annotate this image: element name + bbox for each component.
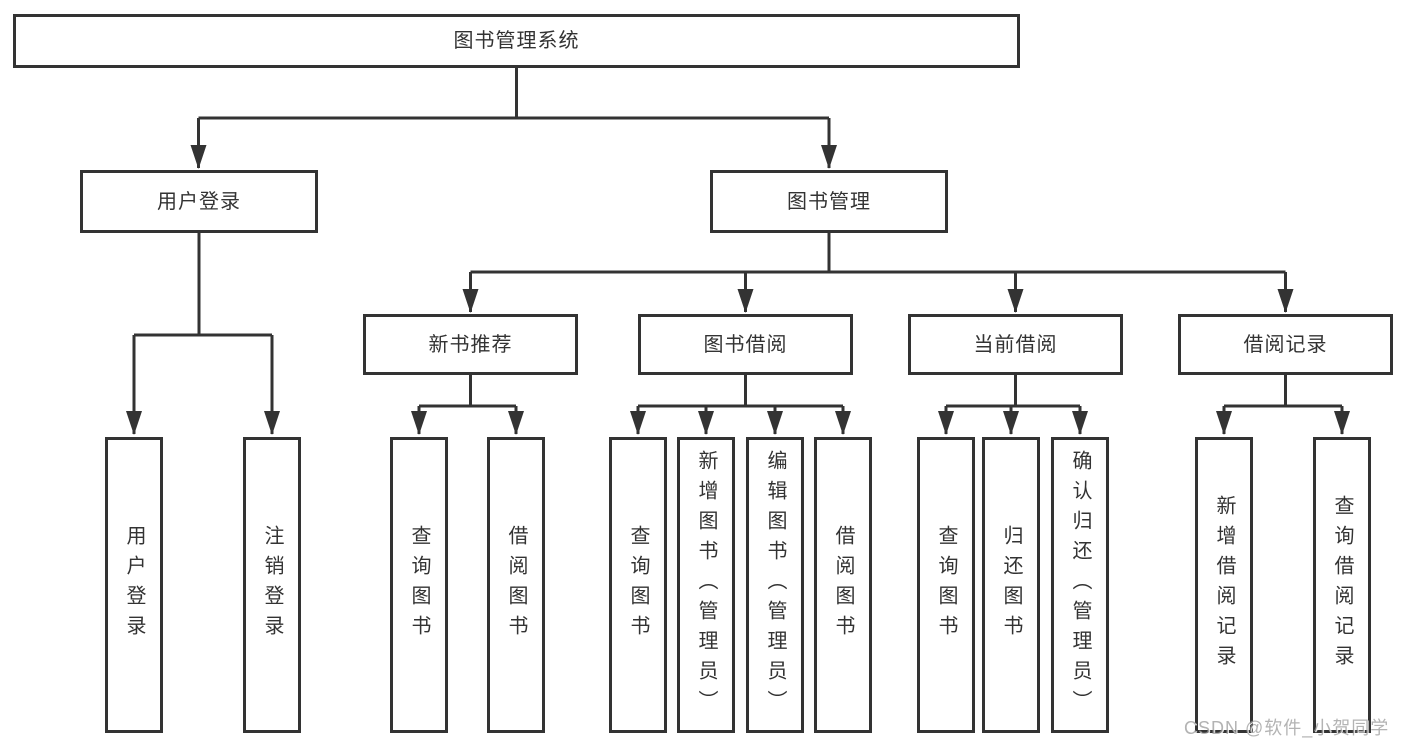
connector-arrows: [126, 118, 1350, 435]
leaf-add-book-admin: 新增图书（管理员）: [677, 437, 735, 733]
node-root: 图书管理系统: [13, 14, 1020, 68]
leaf-confirm-return-admin: 确认归还（管理员）: [1051, 437, 1109, 733]
leaf-query-books-borrowing: 查询图书: [609, 437, 667, 733]
node-current-borrowing: 当前借阅: [908, 314, 1123, 375]
watermark: CSDN @软件_小贺同学: [1184, 718, 1390, 738]
leaf-logout: 注销登录: [243, 437, 301, 733]
leaf-user-login: 用户登录: [105, 437, 163, 733]
leaf-borrow-books-recommend: 借阅图书: [487, 437, 545, 733]
connector-trunks: [134, 68, 1342, 408]
leaf-query-books-current: 查询图书: [917, 437, 975, 733]
node-new-book-recommend: 新书推荐: [363, 314, 578, 375]
leaf-query-borrow-record: 查询借阅记录: [1313, 437, 1371, 733]
leaf-borrow-books-borrowing: 借阅图书: [814, 437, 872, 733]
node-book-borrowing: 图书借阅: [638, 314, 853, 375]
leaf-return-book: 归还图书: [982, 437, 1040, 733]
node-borrowing-records: 借阅记录: [1178, 314, 1393, 375]
leaf-query-books-recommend: 查询图书: [390, 437, 448, 733]
node-book-management-branch: 图书管理: [710, 170, 948, 233]
leaf-add-borrow-record: 新增借阅记录: [1195, 437, 1253, 733]
node-user-login-branch: 用户登录: [80, 170, 318, 233]
leaf-edit-book-admin: 编辑图书（管理员）: [746, 437, 804, 733]
